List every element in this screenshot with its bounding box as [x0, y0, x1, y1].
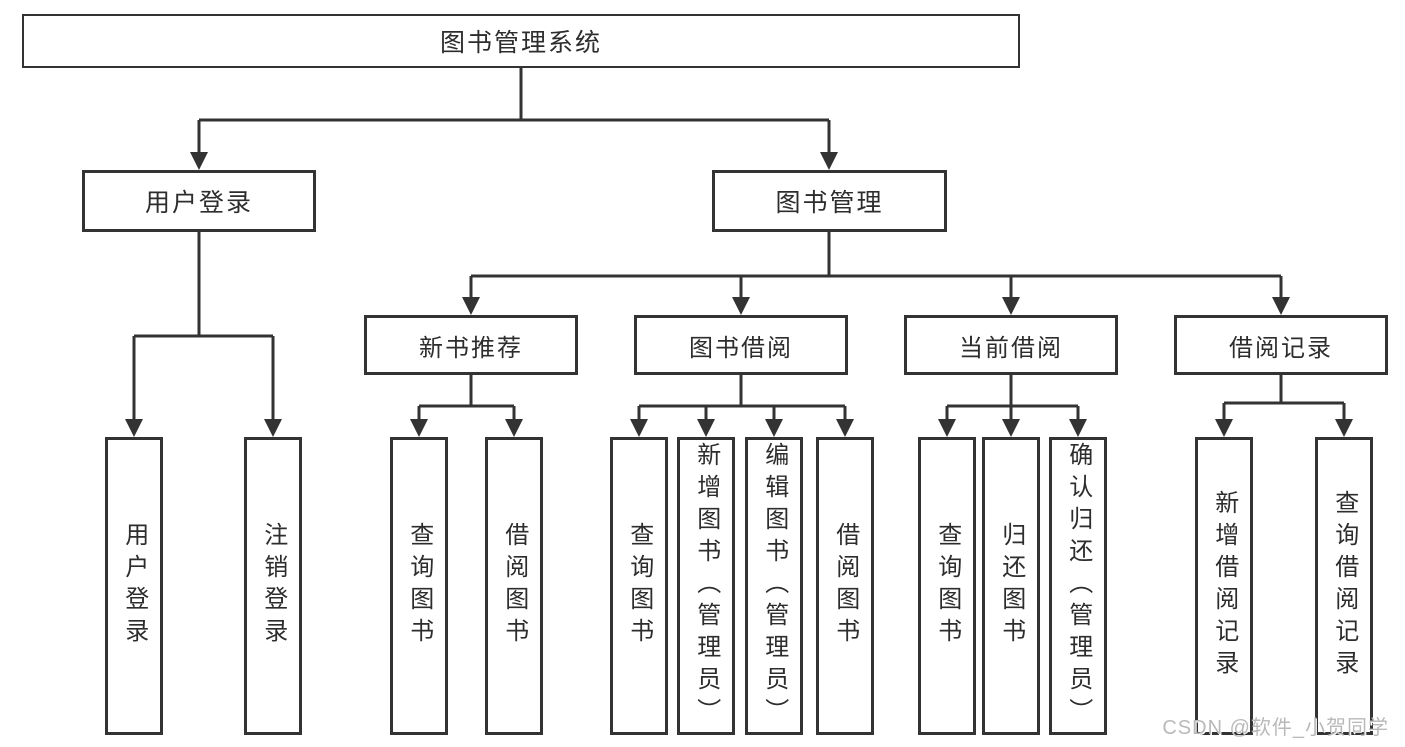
leaf-label: 借阅图书: [500, 522, 528, 650]
node-book-borrowing: 图书借阅: [634, 315, 848, 375]
node-new-book-recommend: 新书推荐: [364, 315, 578, 375]
leaf-label: 新增图书（管理员）: [692, 442, 720, 730]
node-borrowing-records: 借阅记录: [1174, 315, 1388, 375]
watermark: CSDN @软件_小贺同学: [1162, 717, 1389, 739]
leaf-borrow-books: 借阅图书: [485, 437, 543, 735]
leaf-label: 查询图书: [625, 522, 653, 650]
leaf-label: 注销登录: [259, 522, 287, 650]
leaf-logout: 注销登录: [244, 437, 302, 735]
leaf-add-book-admin: 新增图书（管理员）: [677, 437, 735, 735]
leaf-query-borrow-record: 查询借阅记录: [1315, 437, 1373, 735]
leaf-label: 确认归还（管理员）: [1064, 442, 1092, 730]
leaf-query-books: 查询图书: [390, 437, 448, 735]
leaf-query-books: 查询图书: [610, 437, 668, 735]
node-library-management-system: 图书管理系统: [22, 14, 1020, 68]
node-current-borrowing: 当前借阅: [904, 315, 1118, 375]
leaf-user-login: 用户登录: [105, 437, 163, 735]
leaf-borrow-books: 借阅图书: [816, 437, 874, 735]
leaf-confirm-return-admin: 确认归还（管理员）: [1049, 437, 1107, 735]
leaf-label: 用户登录: [120, 522, 148, 650]
leaf-label: 借阅图书: [831, 522, 859, 650]
leaf-label: 查询借阅记录: [1330, 490, 1358, 682]
leaf-label: 新增借阅记录: [1210, 490, 1238, 682]
leaf-query-books: 查询图书: [918, 437, 976, 735]
leaf-label: 编辑图书（管理员）: [760, 442, 788, 730]
leaf-edit-book-admin: 编辑图书（管理员）: [745, 437, 803, 735]
leaf-label: 查询图书: [933, 522, 961, 650]
leaf-return-book: 归还图书: [982, 437, 1040, 735]
node-user-login: 用户登录: [82, 170, 316, 232]
leaf-add-borrow-record: 新增借阅记录: [1195, 437, 1253, 735]
leaf-label: 查询图书: [405, 522, 433, 650]
leaf-label: 归还图书: [997, 522, 1025, 650]
node-book-management: 图书管理: [712, 170, 947, 232]
